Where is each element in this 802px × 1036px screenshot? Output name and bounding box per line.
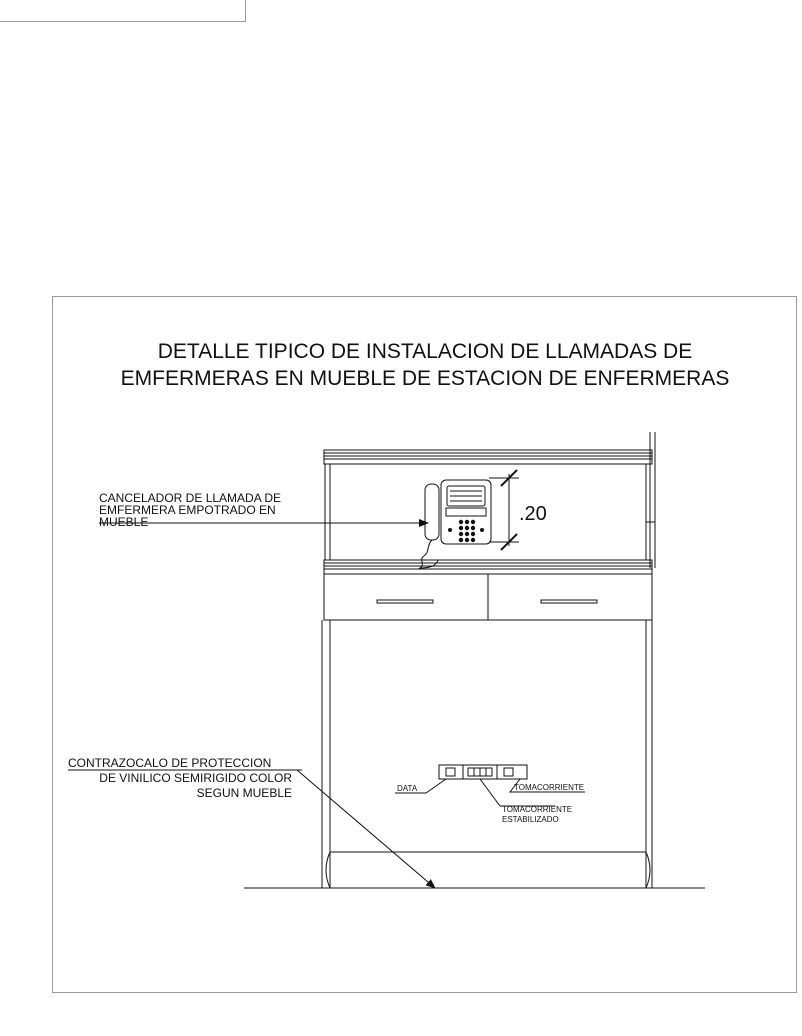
outlet-leader [508, 778, 585, 793]
drawing-title: DETALLE TIPICO DE INSTALACION DE LLAMADA… [120, 340, 730, 390]
baseboard-label-line-2: DE VINILICO SEMIRIGIDO COLOR [99, 771, 292, 785]
dimension-label: .20 [519, 503, 547, 525]
drawers [323, 573, 653, 621]
title-block-fragment [0, 0, 246, 22]
dimension-marker [489, 469, 519, 551]
drawing-frame [52, 296, 797, 993]
data-outlet-label: DATA [397, 784, 418, 793]
stabilized-outlet-label-line-1: TOMACORRIENTE [502, 805, 572, 814]
stabilized-leader [479, 778, 555, 807]
power-outlet-label: TOMACORRIENTE [514, 783, 584, 792]
mid-shelf [323, 559, 653, 575]
baseboard-label-line-3: SEGUN MUEBLE [197, 786, 292, 800]
nurse-call-phone [418, 479, 492, 569]
stabilized-outlet-label-line-2: ESTABILIZADO [502, 815, 559, 824]
data-leader [395, 778, 447, 794]
baseboard-leader [296, 769, 436, 889]
top-counter [323, 432, 656, 568]
canceller-label-line-3: MUEBLE [99, 515, 148, 529]
canceller-label-line-1: CANCELADOR DE LLAMADA DE [99, 491, 281, 505]
lower-cabinet [321, 620, 653, 889]
canceller-label-line-2: EMFERMERA EMPOTRADO EN [99, 503, 276, 517]
outlet-plate [438, 764, 528, 780]
baseboard-label-line-1: CONTRAZOCALO DE PROTECCION [68, 756, 271, 770]
